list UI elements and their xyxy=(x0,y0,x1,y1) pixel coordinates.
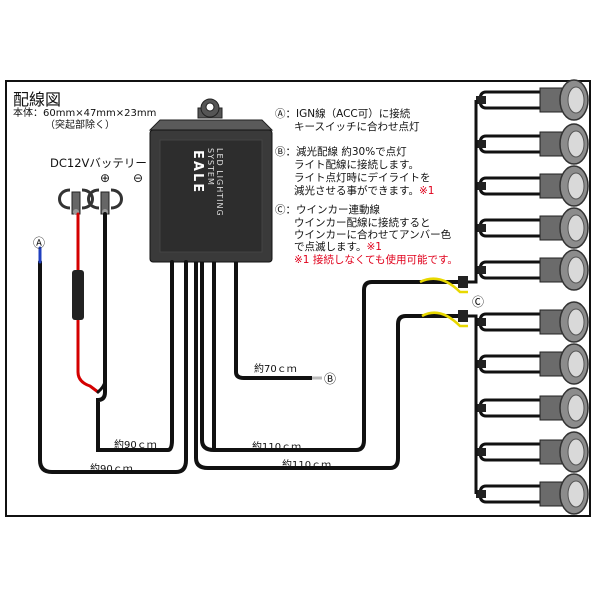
led-harness xyxy=(194,262,458,470)
note-b-line3: ライト点灯時にデイライトを xyxy=(294,172,431,184)
led-lamp xyxy=(476,207,589,249)
note-b-line4: 減光させる事ができます。※1 xyxy=(294,185,434,198)
led-lamp xyxy=(476,123,589,165)
diagram-title: 配線図 xyxy=(13,90,62,109)
led-lamp xyxy=(476,79,589,121)
length-power-inner: 約90ｃｍ xyxy=(114,440,157,451)
control-box xyxy=(148,98,274,263)
length-b-wire: 約70ｃｍ xyxy=(254,364,297,375)
led-lamp xyxy=(476,249,589,291)
connector-upper xyxy=(458,276,468,288)
box-label: LED LIGHTING SYSTEM xyxy=(206,148,224,217)
battery-terminal-plus xyxy=(87,188,123,215)
note-c-line4: で点滅します。※1 xyxy=(294,241,382,254)
led-lamp xyxy=(476,431,589,473)
note-b-line2: ライト配線に接続します。 xyxy=(294,159,419,171)
length-led-upper: 約110ｃｍ xyxy=(252,442,302,453)
led-lamp xyxy=(476,387,589,429)
plus-symbol: ⊕ xyxy=(100,171,111,185)
connector-lower xyxy=(458,310,468,322)
box-logo: EALE xyxy=(190,150,205,195)
turn-signal-wires xyxy=(419,277,468,328)
note-b-line4-text: 減光させる事ができます。 xyxy=(294,185,419,197)
marker-a: Ⓐ xyxy=(33,236,46,250)
marker-c: Ⓒ xyxy=(472,295,485,309)
body-size-note: （突起部除く） xyxy=(45,120,115,131)
led-lamp xyxy=(476,473,589,515)
note-b-line1: Ⓑ：減光配線 約30%で点灯 xyxy=(275,146,407,158)
note-c-line2: ウインカー配線に接続すると xyxy=(294,217,431,229)
note-c-ref: ※1 xyxy=(366,241,382,253)
note-c-line4-text: で点滅します。 xyxy=(294,241,367,253)
note-c-line1: Ⓒ：ウインカー連動線 xyxy=(275,204,380,216)
led-lamp xyxy=(476,301,589,343)
body-size-label: 本体：60mm×47mm×23mm xyxy=(13,108,157,119)
dimmer-wire xyxy=(234,262,322,380)
note-footnote: ※1 接続しなくても使用可能です。 xyxy=(294,254,458,266)
length-power-outer: 約90ｃｍ xyxy=(90,464,133,475)
power-harness xyxy=(38,212,188,474)
minus-symbol: ⊖ xyxy=(133,171,144,185)
battery-terminal-minus xyxy=(58,188,94,215)
lamp-trunk-lower xyxy=(468,314,478,494)
marker-b: Ⓑ xyxy=(324,372,337,386)
led-lamp xyxy=(476,343,589,385)
lamp-trunk-upper xyxy=(468,100,478,284)
length-led-lower: 約110ｃｍ xyxy=(282,460,332,471)
note-a-line1: Ⓐ：IGN線（ACC可）に接続 xyxy=(275,108,411,120)
note-c-line3: ウインカーに合わせてアンバー色 xyxy=(294,229,452,241)
led-lamp xyxy=(476,165,589,207)
led-lamp-group xyxy=(468,79,589,515)
battery-label: DC12Vバッテリー xyxy=(50,156,147,170)
note-b-ref: ※1 xyxy=(418,185,435,197)
note-a-line2: キースイッチに合わせ点灯 xyxy=(294,121,420,133)
